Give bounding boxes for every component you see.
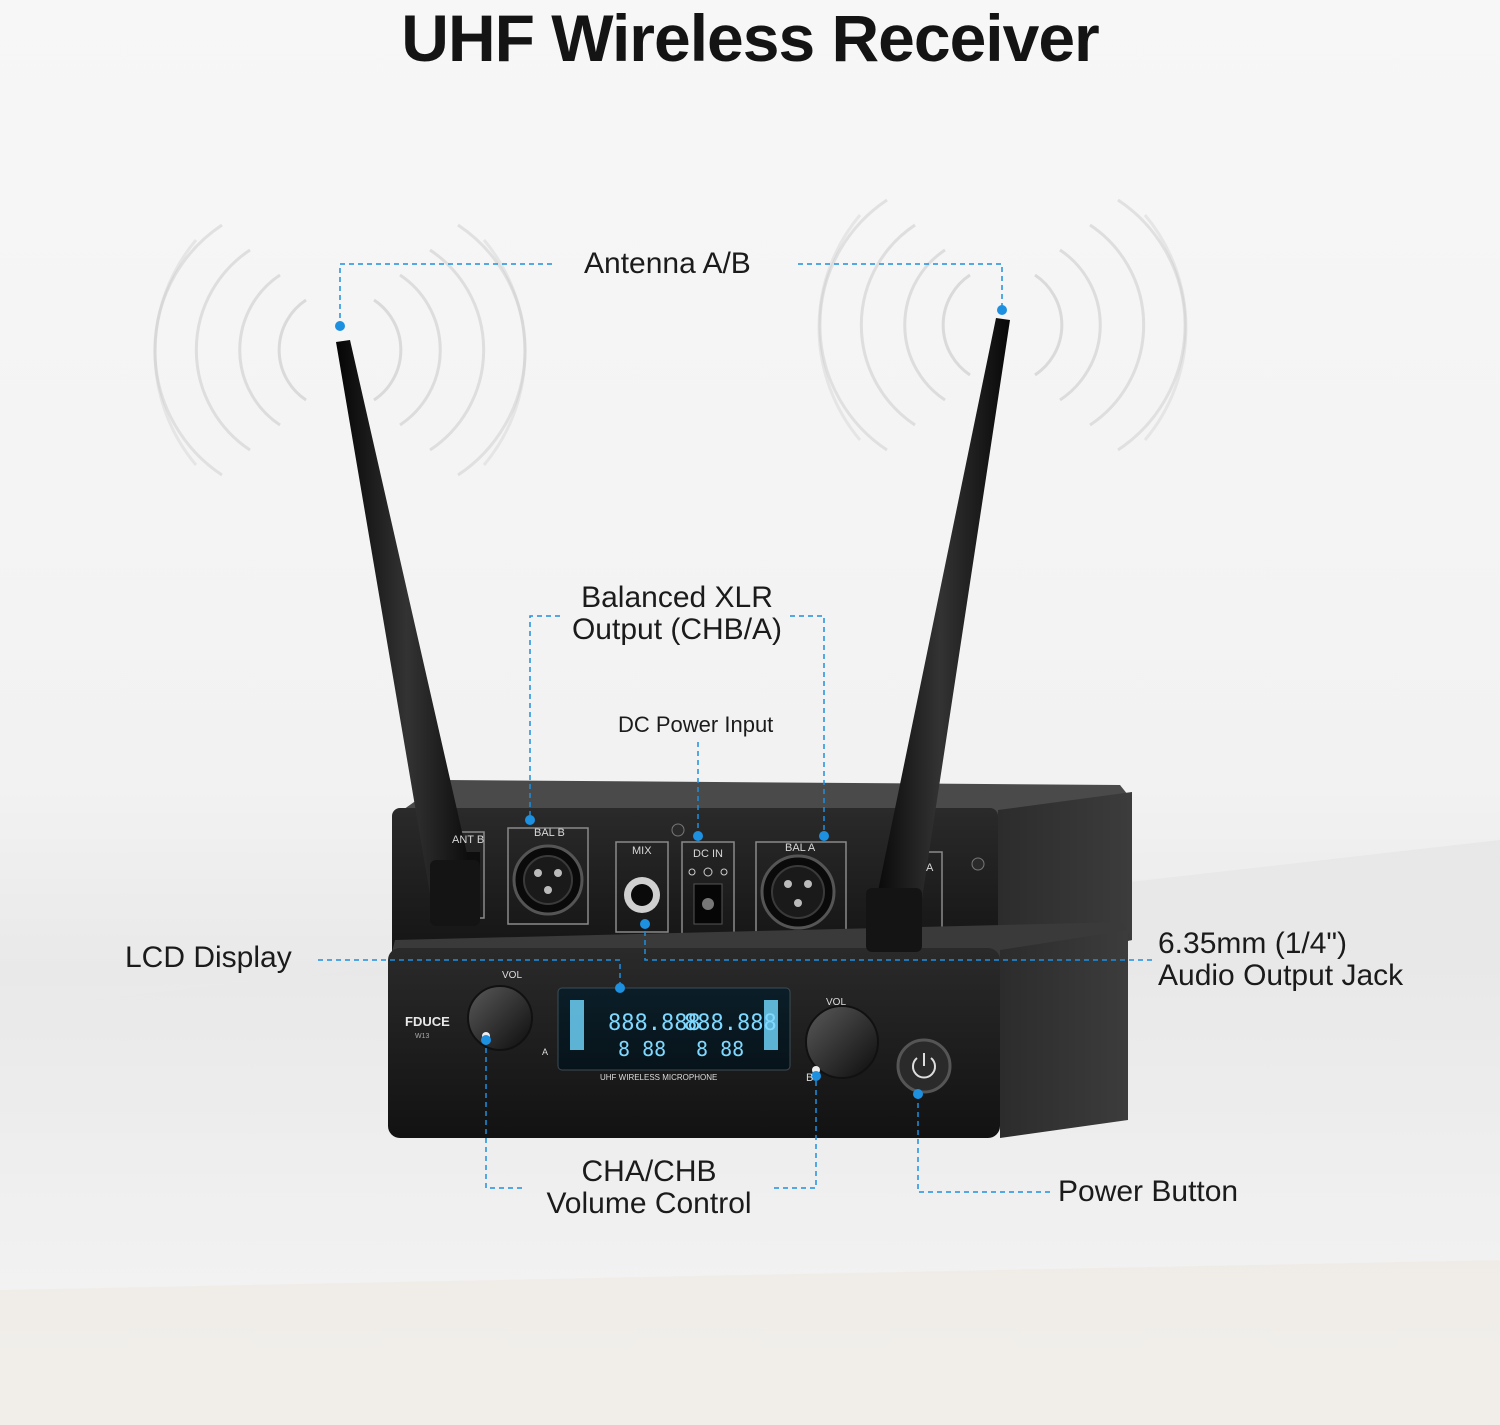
- callout-xlr-line2: Output (CHB/A): [571, 613, 783, 646]
- model-label: W13: [415, 1033, 430, 1040]
- leader-dots: [335, 305, 1007, 1099]
- lcd-frequency-b: 888.888: [684, 1011, 777, 1036]
- vol-label-a: VOL: [502, 970, 522, 981]
- callout-jack-line2: Audio Output Jack: [1158, 959, 1404, 992]
- brand-logo: FDUCE: [405, 1014, 450, 1029]
- vol-label-b: VOL: [826, 997, 846, 1008]
- callout-power: Power Button: [1058, 1175, 1239, 1208]
- callout-xlr: Balanced XLR Output (CHB/A): [552, 582, 802, 646]
- antenna-b: [336, 340, 480, 926]
- callout-volume-line1: CHA/CHB: [581, 1155, 717, 1188]
- ant-a-label: A: [926, 862, 934, 874]
- xlr-connector-icon: [507, 827, 589, 925]
- bal-a-label: BAL A: [785, 842, 816, 854]
- power-button[interactable]: [896, 1038, 952, 1094]
- callout-volume-line2: Volume Control: [546, 1187, 752, 1220]
- volume-knob-a[interactable]: [467, 985, 533, 1051]
- radio-wave-icon: [817, 198, 1188, 452]
- callout-dc-power: DC Power Input: [618, 712, 774, 737]
- page-title: UHF Wireless Receiver: [401, 1, 1099, 75]
- callout-xlr-line1: Balanced XLR: [581, 581, 773, 614]
- power-icon: [912, 1057, 936, 1079]
- audio-jack-icon: [615, 841, 669, 933]
- dc-in-label: DC IN: [693, 848, 723, 860]
- callout-lcd: LCD Display: [125, 941, 292, 974]
- callout-antenna: Antenna A/B: [584, 247, 751, 280]
- lcd-channel-b: 8 88: [696, 1037, 744, 1061]
- antenna-a: [866, 318, 1010, 952]
- front-unit: 888.888 888.888 8 88 8 88 UHF WIRELESS M…: [388, 922, 1132, 1138]
- bal-b-label: BAL B: [534, 827, 565, 839]
- mix-label: MIX: [632, 845, 652, 857]
- lcd-frequency-a: 888.888: [608, 1011, 701, 1036]
- callout-jack: 6.35mm (1/4") Audio Output Jack: [1158, 928, 1403, 992]
- callout-volume: CHA/CHB Volume Control: [522, 1156, 776, 1220]
- xlr-connector-icon: [755, 841, 847, 941]
- lcd-channel-a: 8 88: [618, 1037, 666, 1061]
- radio-wave-icon: [153, 223, 527, 477]
- callout-jack-line1: 6.35mm (1/4"): [1158, 927, 1348, 960]
- ant-b-label: ANT B: [452, 834, 485, 846]
- leader-lines: [318, 263, 1152, 1193]
- channel-b-label: B: [806, 1072, 814, 1084]
- lcd-caption: UHF WIRELESS MICROPHONE: [600, 1073, 717, 1082]
- volume-knob-b[interactable]: [805, 1005, 879, 1079]
- channel-a-label: A: [542, 1047, 548, 1057]
